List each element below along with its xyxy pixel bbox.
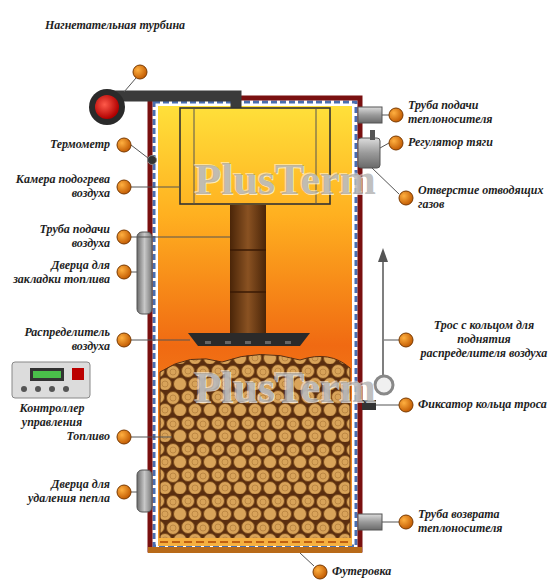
part-label: Дверца для закладки топлива bbox=[4, 259, 110, 287]
part-label: Дверца для удаления пепла bbox=[4, 478, 110, 506]
part-label: Труба подачи теплоносителя bbox=[408, 99, 550, 127]
watermark: PlusTerm bbox=[140, 158, 430, 202]
part-label: Топливо bbox=[4, 430, 110, 444]
part-label: Фиксатор кольца троса bbox=[418, 398, 550, 412]
device-label: Контроллер управления bbox=[2, 402, 102, 430]
part-label: Труба возврата теплоносителя bbox=[418, 508, 550, 536]
part-label: Футеровка bbox=[332, 565, 442, 579]
part-label: Отверстие отводящих газов bbox=[418, 184, 550, 212]
part-label: Трос с кольцом для поднятия распределите… bbox=[418, 319, 550, 360]
part-label: Камера подогрева воздуха bbox=[4, 173, 110, 201]
part-label: Термометр bbox=[4, 138, 110, 152]
part-label: Труба подачи воздуха bbox=[4, 223, 110, 251]
part-label: Распределитель воздуха bbox=[4, 326, 110, 354]
watermark: PlusTerm bbox=[140, 366, 430, 410]
part-label: Регулятор тяги bbox=[408, 136, 550, 150]
part-label: Нагнетательная турбина bbox=[40, 19, 190, 33]
